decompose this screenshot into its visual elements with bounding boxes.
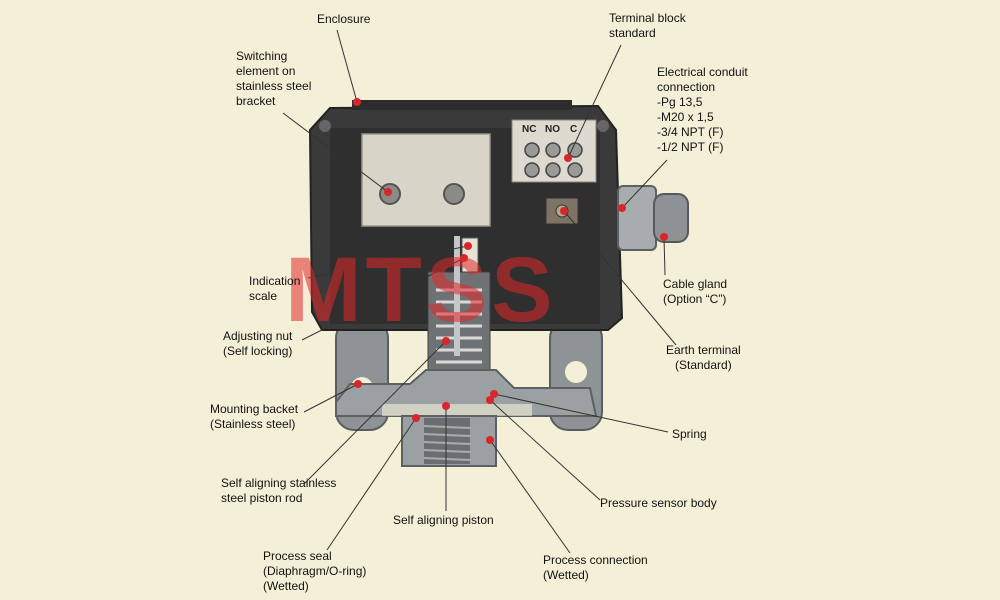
label-cable-gland: Cable gland(Option “C”) <box>663 277 728 306</box>
label-mounting-bracket: Mounting backet(Stainless steel) <box>210 402 299 431</box>
label-enclosure: Enclosure <box>317 12 371 26</box>
label-pressure-sensor-body: Pressure sensor body <box>600 496 717 510</box>
terminal-label-nc: NC <box>522 124 537 135</box>
label-adjusting-nut: Adjusting nut(Self locking) <box>223 329 293 358</box>
terminal-label-c: C <box>570 124 578 135</box>
label-process-seal: Process seal(Diaphragm/O-ring) (Wetted) <box>263 549 367 593</box>
switching-element-plate <box>361 133 491 227</box>
leader-lines <box>282 29 677 554</box>
terminal-label-no: NO <box>545 124 560 135</box>
cable-gland <box>617 185 657 251</box>
watermark: MTSS <box>285 239 557 341</box>
callout-dots <box>353 98 668 444</box>
label-process-connection: Process connection(Wetted) <box>543 553 648 582</box>
label-self-aligning-piston: Self aligning piston <box>393 513 494 527</box>
label-spring: Spring <box>672 427 707 441</box>
label-earth-terminal: Earth terminal(Standard) <box>666 343 741 372</box>
